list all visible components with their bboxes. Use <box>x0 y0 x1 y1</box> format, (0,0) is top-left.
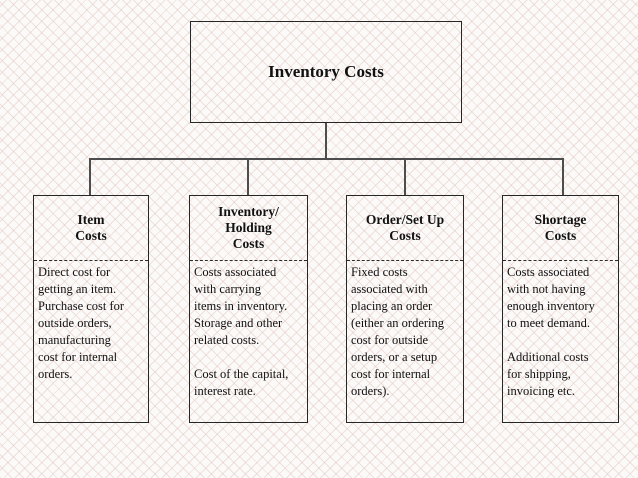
node-shortage-costs-description: Costs associated with not having enough … <box>507 265 595 398</box>
connector-horizontal-bus <box>90 158 563 160</box>
node-inventory-holding-costs-description: Costs associated with carrying items in … <box>194 265 289 398</box>
root-node-title: Inventory Costs <box>268 62 384 81</box>
node-item-costs: Item Costs Direct cost for getting an it… <box>33 195 149 423</box>
connector-drop-item-costs <box>89 158 91 195</box>
node-order-setup-costs-description: Fixed costs associated with placing an o… <box>351 265 445 398</box>
connector-root-vertical <box>325 123 327 158</box>
node-shortage-costs: Shortage Costs Costs associated with not… <box>502 195 619 423</box>
node-order-setup-costs: Order/Set Up Costs Fixed costs associate… <box>346 195 464 423</box>
node-inventory-holding-costs-title: Inventory/ Holding Costs <box>190 196 307 261</box>
node-item-costs-description: Direct cost for getting an item. Purchas… <box>38 265 125 381</box>
connector-drop-holding-costs <box>247 158 249 195</box>
connector-drop-shortage-costs <box>562 158 564 195</box>
node-inventory-costs: Inventory Costs <box>190 21 462 123</box>
connector-drop-order-costs <box>404 158 406 195</box>
node-shortage-costs-title: Shortage Costs <box>503 196 618 261</box>
node-item-costs-title: Item Costs <box>34 196 148 261</box>
node-order-setup-costs-title: Order/Set Up Costs <box>347 196 463 261</box>
node-inventory-holding-costs: Inventory/ Holding Costs Costs associate… <box>189 195 308 423</box>
